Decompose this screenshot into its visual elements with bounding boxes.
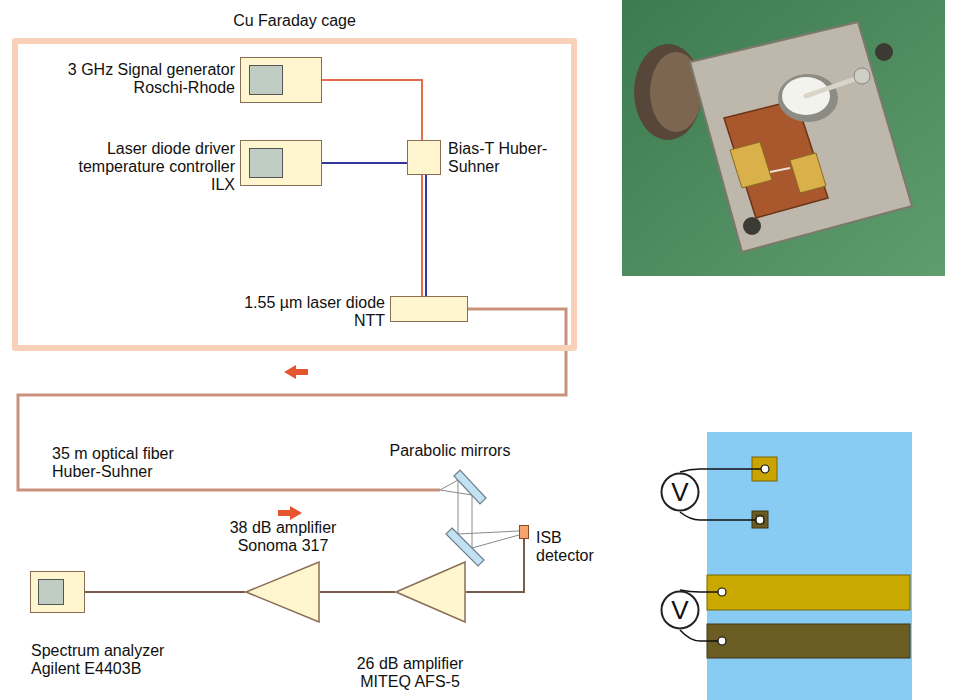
- solder-joint: [854, 68, 870, 84]
- contact-sketch: [680, 432, 912, 700]
- amplifier-symbol: 38 dB amplifier Sonoma 317: [245, 561, 320, 623]
- beam: [440, 480, 458, 490]
- direction-arrow: [278, 506, 302, 520]
- parabolic-mirror: [446, 528, 484, 566]
- center-pin: [806, 78, 858, 96]
- connector: [466, 539, 524, 592]
- connector: [421, 175, 423, 296]
- screw-hole: [875, 43, 893, 61]
- component-label: Bias-T Huber-Suhner: [448, 140, 558, 176]
- amplifier-outline: [246, 562, 319, 622]
- probe-wire: [680, 512, 756, 520]
- connector-barrel: [634, 44, 702, 140]
- component-label: 3 GHz Signal generator Roschi-Rhode: [57, 61, 235, 97]
- amplifier-triangle: [395, 561, 466, 623]
- amplifier-triangle: [245, 561, 320, 623]
- instrument-box: Spectrum analyzer Agilent E4403B: [30, 571, 85, 613]
- voltmeter-symbol: V: [660, 590, 700, 630]
- contact-point: [756, 516, 764, 524]
- display-screen: [249, 65, 283, 95]
- component-label: Laser diode driver temperature controlle…: [57, 140, 235, 194]
- screw-hole: [743, 217, 761, 235]
- amplifier-symbol: 26 dB amplifier MITEQ AFS-5: [395, 561, 466, 623]
- parabolic-mirror: [454, 470, 486, 504]
- direction-arrow: [284, 365, 308, 379]
- faraday-cage: Cu Faraday cage3 GHz Signal generator Ro…: [12, 38, 577, 351]
- component-box: 1.55 µm laser diode NTT: [390, 296, 468, 322]
- connector: [322, 80, 422, 140]
- display-screen: [249, 148, 283, 178]
- component-label: 26 dB amplifier MITEQ AFS-5: [350, 655, 470, 691]
- component-label: Parabolic mirrors: [375, 442, 525, 460]
- amplifier-outline: [396, 562, 465, 622]
- contact-bar: [707, 624, 910, 658]
- bond-wire: [770, 168, 790, 172]
- mirror-shape: [440, 468, 512, 568]
- connector: [322, 162, 407, 164]
- gold-pad: [730, 142, 772, 188]
- instrument-box: Laser diode driver temperature controlle…: [240, 140, 322, 186]
- voltmeter-symbol: V: [660, 472, 700, 512]
- display-screen: [38, 579, 64, 605]
- device-photo: [622, 0, 945, 276]
- detector-chip: ISB detector: [519, 525, 529, 539]
- beam: [472, 535, 519, 548]
- photo-background: [622, 0, 945, 276]
- component-label: Spectrum analyzer Agilent E4403B: [31, 642, 181, 678]
- meter-symbol: V: [660, 472, 700, 512]
- connector: [320, 591, 395, 593]
- contact-point: [718, 637, 726, 645]
- beam: [458, 531, 519, 534]
- meter-symbol: V: [660, 590, 700, 630]
- connector: [18, 309, 566, 490]
- substrate: [707, 432, 912, 700]
- connector-flange: [778, 74, 838, 122]
- mirror-pair: Parabolic mirrors: [440, 468, 512, 568]
- component-box: Bias-T Huber-Suhner: [407, 140, 441, 175]
- beam: [472, 495, 473, 548]
- contact-bar: [707, 575, 910, 610]
- contact-point: [761, 465, 769, 473]
- probe-wire: [680, 469, 761, 472]
- component-label: 38 dB amplifier Sonoma 317: [223, 519, 343, 555]
- beam: [458, 480, 459, 534]
- contact-pad: [755, 514, 765, 525]
- probe-wire: [680, 630, 718, 641]
- connector: [85, 591, 245, 593]
- component-label: ISB detector: [536, 529, 600, 565]
- mount-plate: [690, 22, 912, 252]
- connector: [425, 175, 427, 296]
- gold-pad: [790, 153, 826, 193]
- edge-label: 35 m optical fiber Huber-Suhner: [52, 445, 182, 481]
- contact-point: [718, 588, 726, 596]
- instrument-box: 3 GHz Signal generator Roschi-Rhode: [240, 57, 322, 103]
- component-label: 1.55 µm laser diode NTT: [235, 294, 385, 330]
- enclosure-title: Cu Faraday cage: [12, 12, 577, 30]
